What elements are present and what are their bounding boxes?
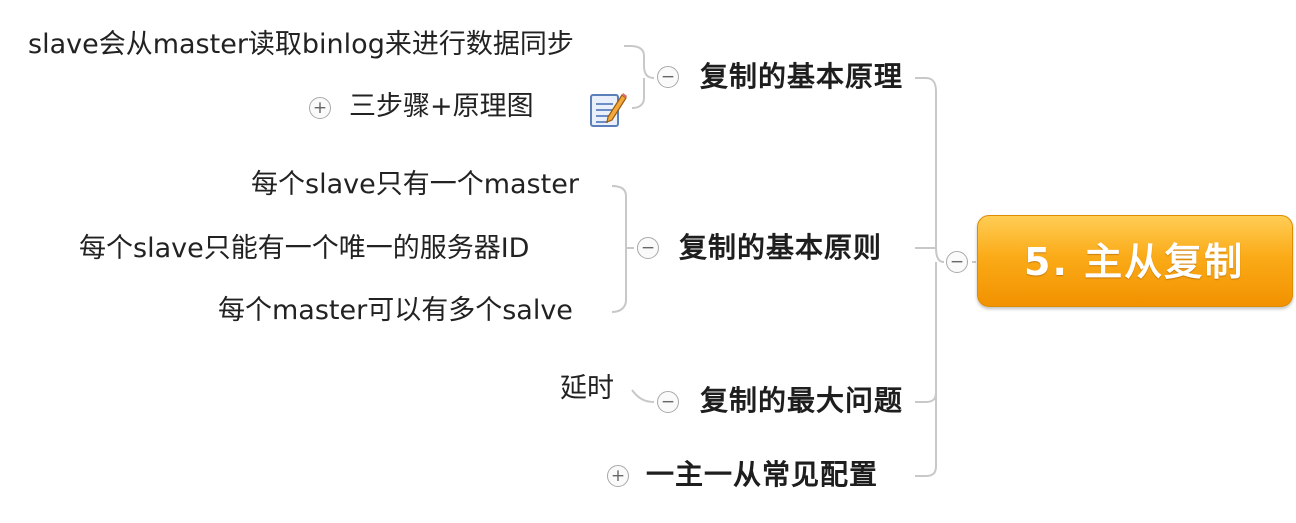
branch-rules-label[interactable]: 复制的基本原则 (679, 231, 883, 264)
leaf-unique-server-id[interactable]: 每个slave只能有一个唯一的服务器ID (79, 233, 530, 264)
branch-config-expand-toggle[interactable]: + (607, 465, 629, 487)
leaf-multiple-slaves[interactable]: 每个master可以有多个salve (218, 295, 573, 326)
branch-principle-collapse-toggle[interactable]: − (657, 66, 679, 88)
branch-principle-label[interactable]: 复制的基本原理 (700, 60, 904, 93)
leaf-three-steps-expand-toggle[interactable]: + (309, 97, 331, 119)
branch-problem-collapse-toggle[interactable]: − (657, 391, 679, 413)
leaf-binlog-sync[interactable]: slave会从master读取binlog来进行数据同步 (28, 29, 574, 60)
central-topic[interactable]: 5. 主从复制 (977, 215, 1293, 307)
central-topic-title: 5. 主从复制 (1024, 240, 1245, 284)
leaf-latency[interactable]: 延时 (560, 373, 614, 404)
branch-problem-label[interactable]: 复制的最大问题 (700, 384, 904, 417)
branch-config-label[interactable]: 一主一从常见配置 (646, 458, 879, 491)
branch-rules-collapse-toggle[interactable]: − (637, 237, 659, 259)
notes-icon[interactable] (588, 89, 628, 129)
central-collapse-toggle[interactable]: − (946, 251, 968, 273)
leaf-three-steps[interactable]: 三步骤+原理图 (349, 91, 534, 122)
leaf-one-master[interactable]: 每个slave只有一个master (251, 169, 579, 200)
